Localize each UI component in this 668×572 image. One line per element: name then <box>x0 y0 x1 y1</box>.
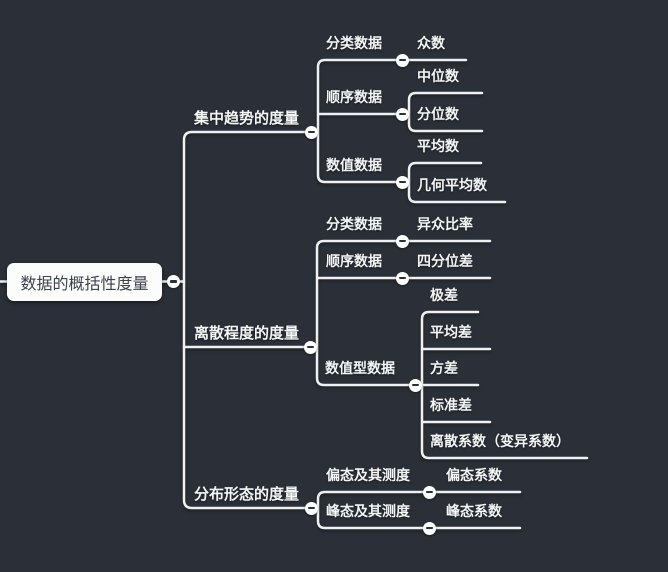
topic-skewness-measure[interactable]: 偏态及其测度 <box>326 467 410 483</box>
topic-distribution-shape[interactable]: 分布形态的度量 <box>194 486 300 503</box>
connector-distribution-shape-children <box>316 490 522 530</box>
connector-numerical-2-children <box>420 310 589 460</box>
topic-mean-deviation[interactable]: 平均差 <box>430 324 472 340</box>
connector-central-tendency-children <box>316 58 468 184</box>
connector-dispersion-children <box>315 239 492 387</box>
topic-geometric-mean[interactable]: 几何平均数 <box>417 177 487 193</box>
collapse-button-skewness[interactable] <box>422 485 436 499</box>
connector-main-trunk <box>182 130 313 510</box>
collapse-button-categorical-2[interactable] <box>395 234 409 248</box>
collapse-button-distribution-shape[interactable] <box>304 501 318 515</box>
minus-icon <box>398 58 406 62</box>
topic-numerical-data-2[interactable]: 数值型数据 <box>325 360 395 376</box>
topic-numerical-data-1[interactable]: 数值数据 <box>326 157 382 173</box>
minus-icon <box>398 180 406 184</box>
topic-coefficient-of-variation[interactable]: 离散系数（变异系数） <box>430 433 570 449</box>
connector-ordinal-1-children <box>407 91 484 133</box>
topic-interquartile-range[interactable]: 四分位差 <box>417 253 473 269</box>
minus-icon <box>425 490 433 494</box>
topic-kurtosis-coefficient[interactable]: 峰态系数 <box>446 503 502 519</box>
collapse-button-kurtosis[interactable] <box>422 521 436 535</box>
minus-icon <box>411 383 419 387</box>
collapse-button-root[interactable] <box>167 275 180 288</box>
topic-categorical-data-2[interactable]: 分类数据 <box>326 216 382 232</box>
topic-variation-ratio[interactable]: 异众比率 <box>417 216 473 232</box>
topic-skewness-coefficient[interactable]: 偏态系数 <box>446 467 502 483</box>
minus-icon <box>170 280 177 283</box>
topic-standard-deviation[interactable]: 标准差 <box>430 397 472 413</box>
collapse-button-central-tendency[interactable] <box>304 125 318 139</box>
topic-dispersion[interactable]: 离散程度的度量 <box>194 325 300 342</box>
collapse-button-categorical-1[interactable] <box>395 53 409 67</box>
root-topic[interactable]: 数据的概括性度量 <box>7 263 162 301</box>
collapse-button-ordinal-2[interactable] <box>395 271 409 285</box>
topic-mean[interactable]: 平均数 <box>417 138 459 154</box>
minus-icon <box>307 130 315 134</box>
topic-categorical-data-1[interactable]: 分类数据 <box>326 35 382 51</box>
minus-icon <box>398 276 406 280</box>
collapse-button-numerical-1[interactable] <box>395 175 409 189</box>
minus-icon <box>398 239 406 243</box>
topic-ordinal-data-2[interactable]: 顺序数据 <box>326 253 382 269</box>
collapse-button-ordinal-1[interactable] <box>395 107 409 121</box>
topic-kurtosis-measure[interactable]: 峰态及其测度 <box>326 503 410 519</box>
topic-range[interactable]: 极差 <box>430 287 458 303</box>
connector-numerical-1-children <box>407 161 507 204</box>
minus-icon <box>425 526 433 530</box>
minus-icon <box>307 506 315 510</box>
minus-icon <box>306 345 314 349</box>
root-topic-label: 数据的概括性度量 <box>20 276 149 293</box>
topic-mode[interactable]: 众数 <box>417 35 445 51</box>
collapse-button-dispersion[interactable] <box>303 340 317 354</box>
topic-variance[interactable]: 方差 <box>430 360 458 376</box>
topic-quantile[interactable]: 分位数 <box>417 106 459 122</box>
minus-icon <box>398 112 406 116</box>
topic-median[interactable]: 中位数 <box>417 68 459 84</box>
collapse-button-numerical-2[interactable] <box>408 378 422 392</box>
topic-ordinal-data-1[interactable]: 顺序数据 <box>326 89 382 105</box>
topic-central-tendency[interactable]: 集中趋势的度量 <box>194 110 300 127</box>
